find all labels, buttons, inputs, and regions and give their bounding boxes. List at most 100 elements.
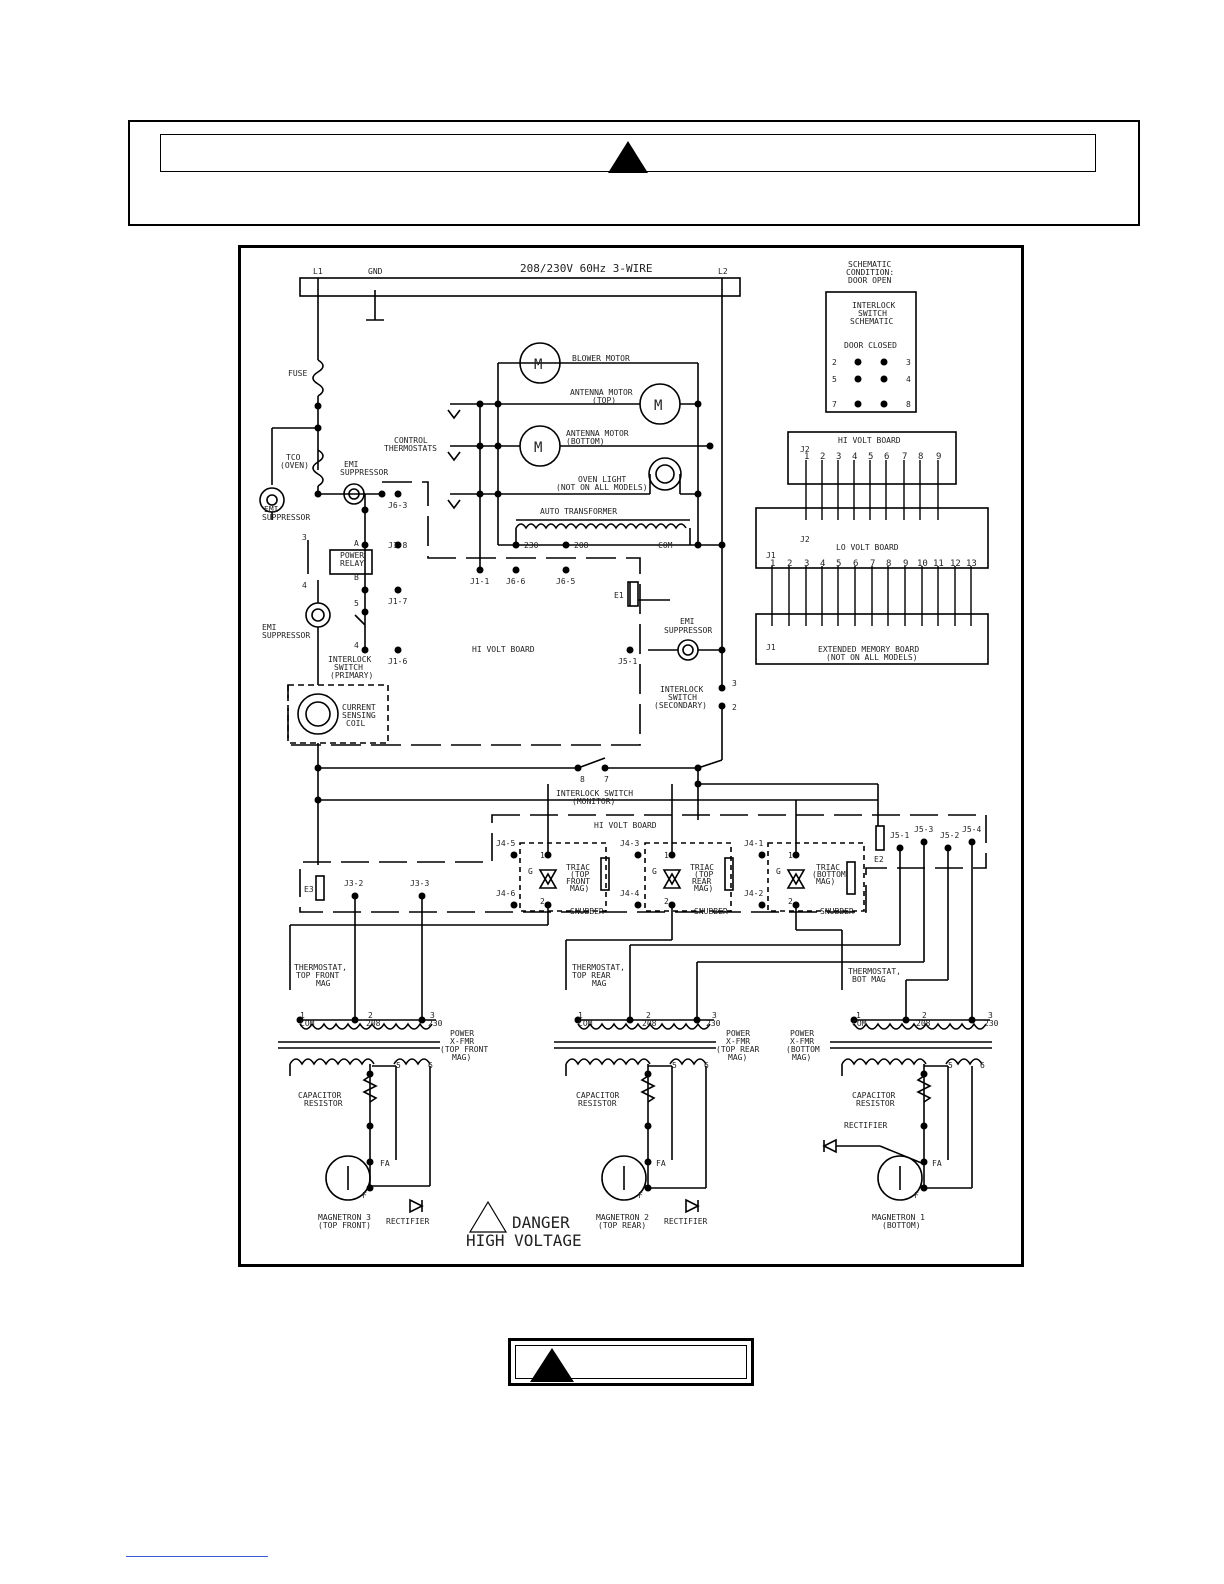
- xfmr-front-2: X-FMR: [450, 1037, 474, 1046]
- ant-top-1: ANTENNA MOTOR: [570, 388, 633, 397]
- front-tap-com: COM: [300, 1019, 315, 1028]
- xfmr-bot-1: POWER: [790, 1029, 814, 1038]
- j2-top: J2: [800, 445, 810, 454]
- j2-pin-8: 8: [918, 452, 923, 462]
- j5-3: J5-3: [914, 825, 933, 834]
- triac1-pin1: 1: [540, 851, 545, 860]
- triac1-1: TRIAC: [566, 863, 590, 872]
- ilk-prim-1: INTERLOCK: [328, 655, 372, 664]
- ext-1: EXTENDED MEMORY BOARD: [818, 645, 919, 654]
- emi-right-1: EMI: [680, 617, 695, 626]
- j1-1: J1-1: [470, 577, 489, 586]
- ant-bot-2: (BOTTOM): [566, 437, 605, 446]
- sec-3: (SECONDARY): [654, 701, 707, 710]
- j4-1: J4-1: [744, 839, 763, 848]
- front-sec-5: 5: [396, 1061, 401, 1070]
- j2-pin-7: 7: [902, 452, 907, 462]
- thermo-rear-2: TOP REAR: [572, 971, 611, 980]
- isw-pin-8: 8: [906, 400, 911, 409]
- j2-pin-4: 4: [852, 452, 857, 462]
- bottom-warning-inner: [515, 1345, 747, 1382]
- schem-cond-2: CONDITION:: [846, 268, 894, 277]
- isw-pin-4: 4: [906, 375, 911, 384]
- hv-lower-label: HI VOLT BOARD: [594, 821, 657, 830]
- thermo-front-1: THERMOSTAT,: [294, 963, 347, 972]
- triac1-2: (TOP: [570, 870, 589, 879]
- power-xfmr-front: [278, 1019, 440, 1201]
- isw-door: DOOR CLOSED: [844, 341, 897, 350]
- j3-3: J3-3: [410, 879, 429, 888]
- fa-front: FA: [380, 1159, 390, 1168]
- coil-1: CURRENT: [342, 703, 376, 712]
- bot-tap-208: 208: [916, 1019, 931, 1028]
- bot-tap-com: COM: [852, 1019, 867, 1028]
- f-front: F: [362, 1191, 367, 1200]
- xfmr-bot-3: (BOTTOM: [786, 1045, 820, 1054]
- j2-pin-5: 5: [868, 452, 873, 462]
- triac2-pin2: 2: [664, 897, 669, 906]
- bot-tap-1: 1: [856, 1011, 861, 1020]
- j1-pin-9: 9: [903, 559, 908, 569]
- mon-2: (MONITOR): [572, 797, 615, 806]
- front-tap-208: 208: [366, 1019, 381, 1028]
- pin-a: A: [354, 539, 359, 548]
- triac2-3: REAR: [692, 877, 711, 886]
- oven-light-1: OVEN LIGHT: [578, 475, 626, 484]
- bottom-warning-box: [508, 1338, 754, 1386]
- auto-xfmr-label: AUTO TRANSFORMER: [540, 507, 617, 516]
- rear-tap-230: 230: [706, 1019, 721, 1028]
- schematic-frame: [238, 245, 1024, 1267]
- xfmr-rear-3: (TOP REAR: [716, 1045, 760, 1054]
- mag1-2: (BOTTOM): [882, 1221, 921, 1230]
- capres-front-2: RESISTOR: [304, 1099, 343, 1108]
- j1-7: J1-7: [388, 597, 407, 606]
- triac2-g: G: [652, 867, 657, 876]
- front-sec-6: 6: [428, 1061, 433, 1070]
- j1-top: J1: [766, 551, 776, 560]
- triac1-pin2: 2: [540, 897, 545, 906]
- power-xfmr-rear: [554, 1019, 716, 1201]
- mag2-1: MAGNETRON 2: [596, 1213, 649, 1222]
- warning-triangle-icon: [608, 141, 648, 173]
- pin-4b: 4: [354, 641, 359, 650]
- snubber-1: SNUBBER: [570, 907, 604, 916]
- bot-tap-230: 230: [984, 1019, 999, 1028]
- supply-label: 208/230V 60Hz 3-WIRE: [520, 262, 652, 275]
- j1-pin-3: 3: [804, 559, 809, 569]
- coil-2: SENSING: [342, 711, 376, 720]
- j1-bot: J1: [766, 643, 776, 652]
- emi-left-1: EMI: [264, 505, 279, 514]
- capres-rear-2: RESISTOR: [578, 1099, 617, 1108]
- f-bot: F: [914, 1191, 919, 1200]
- j5-1-low: J5-1: [890, 831, 909, 840]
- relay-2: RELAY: [340, 559, 364, 568]
- isw-pin-5: 5: [832, 375, 837, 384]
- triac3-pin2: 2: [788, 897, 793, 906]
- j1-pin-8: 8: [886, 559, 891, 569]
- sec-pin-3: 3: [732, 679, 737, 688]
- emi-top-1: EMI: [344, 460, 359, 469]
- warning-box: [128, 120, 1140, 226]
- warning-header-bar: [160, 134, 1096, 173]
- relay-1: POWER: [340, 551, 364, 560]
- triac1-g: G: [528, 867, 533, 876]
- j5-2: J5-2: [940, 831, 959, 840]
- emi-right-2: SUPPRESSOR: [664, 626, 712, 635]
- e1: E1: [614, 591, 624, 600]
- j3-2: J3-2: [344, 879, 363, 888]
- power-xfmr-bottom: [830, 1019, 992, 1201]
- xfmr-bot-2: X-FMR: [790, 1037, 814, 1046]
- xfmr-rear-1: POWER: [726, 1029, 750, 1038]
- emi-low-2: SUPPRESSOR: [262, 631, 310, 640]
- bot-sec-5: 5: [948, 1061, 953, 1070]
- ilk-prim-3: (PRIMARY): [330, 671, 373, 680]
- j4-4: J4-4: [620, 889, 639, 898]
- j4-6: J4-6: [496, 889, 515, 898]
- ext-2: (NOT ON ALL MODELS): [826, 653, 918, 662]
- hv-board-label: HI VOLT BOARD: [838, 436, 901, 445]
- capres-bot-2: RESISTOR: [856, 1099, 895, 1108]
- j1-pin-6: 6: [853, 559, 858, 569]
- rear-tap-com: COM: [578, 1019, 593, 1028]
- isw-pin-2: 2: [832, 358, 837, 367]
